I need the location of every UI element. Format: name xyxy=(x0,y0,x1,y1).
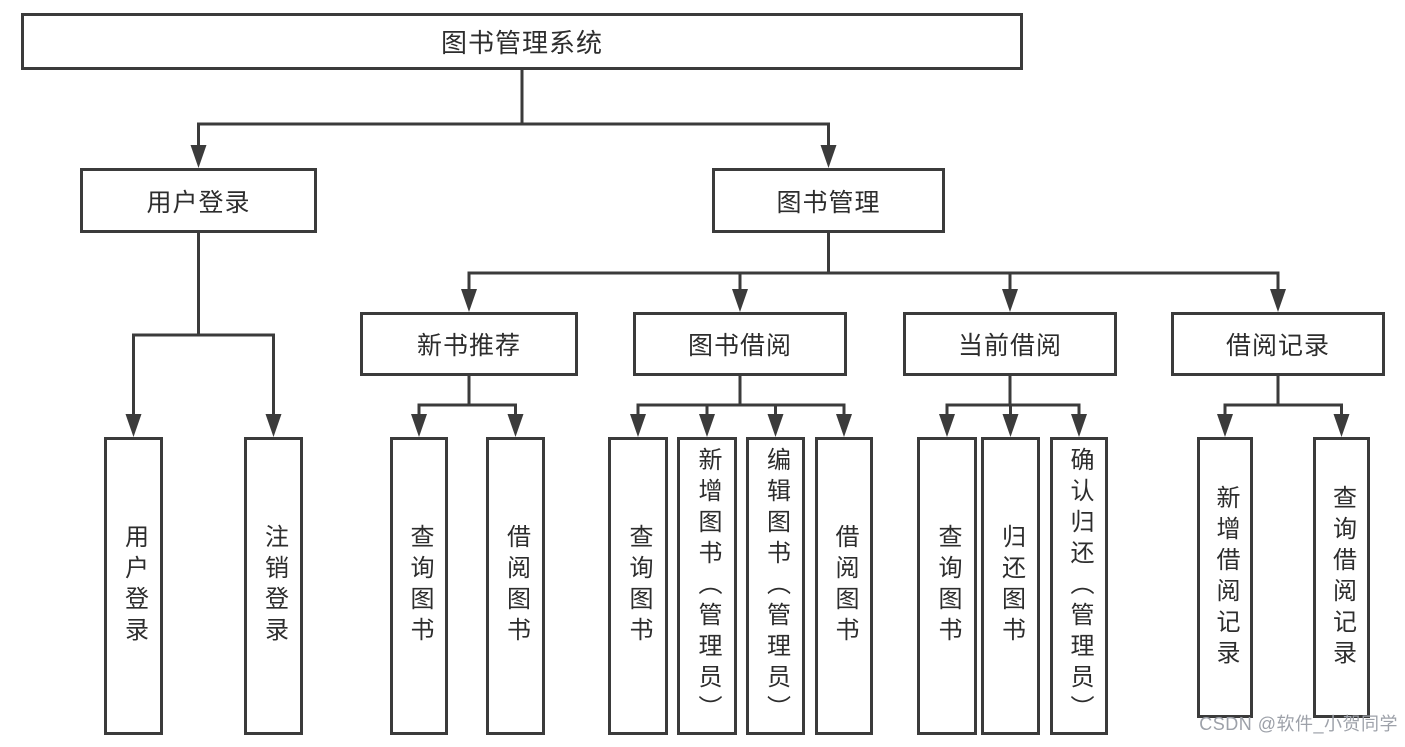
connector-segment xyxy=(1217,414,1233,437)
connector-segment xyxy=(1002,289,1018,312)
tree-node-leaf-borrow-book-borrow: 借阅图书 xyxy=(815,437,873,735)
node-label: 用户登录 xyxy=(120,524,148,648)
tree-node-leaf-query-book-borrow: 查询图书 xyxy=(608,437,668,735)
tree-node-current-borrow: 当前借阅 xyxy=(903,312,1117,376)
connector-segment xyxy=(767,414,784,437)
connector-segment xyxy=(1333,414,1350,437)
connector-segment xyxy=(507,414,524,437)
connector-segment xyxy=(1071,414,1087,437)
watermark: CSDN @软件_小贺同学 xyxy=(1199,714,1398,734)
node-label: 查询图书 xyxy=(934,524,961,648)
node-label: 归还图书 xyxy=(997,524,1025,648)
node-label: 用户登录 xyxy=(146,188,251,217)
node-label: 确认归还（管理员） xyxy=(1066,446,1093,726)
tree-node-leaf-query-book-new: 查询图书 xyxy=(390,437,448,735)
connector-segment xyxy=(732,289,748,312)
tree-node-borrow-records: 借阅记录 xyxy=(1171,312,1385,376)
node-label: 借阅图书 xyxy=(831,524,858,648)
connector-segment xyxy=(939,414,955,437)
tree-node-book-borrow: 图书借阅 xyxy=(633,312,847,376)
node-label: 借阅记录 xyxy=(1225,332,1330,360)
node-label: 图书管理系统 xyxy=(440,28,603,58)
connector-segment xyxy=(461,289,477,312)
node-label: 新书推荐 xyxy=(416,332,521,360)
connector-segment xyxy=(125,414,142,437)
tree-node-leaf-logout: 注销登录 xyxy=(244,437,303,735)
node-label: 新增图书（管理员） xyxy=(694,446,721,726)
connector-segment xyxy=(836,414,852,437)
connector-segment xyxy=(820,145,837,168)
connector-segment xyxy=(699,414,715,437)
tree-node-leaf-return-book: 归还图书 xyxy=(981,437,1040,735)
node-label: 查询借阅记录 xyxy=(1328,484,1356,671)
tree-node-leaf-user-login: 用户登录 xyxy=(104,437,163,735)
tree-node-new-book-rec: 新书推荐 xyxy=(360,312,578,376)
tree-node-root: 图书管理系统 xyxy=(21,13,1023,70)
node-label: 图书借阅 xyxy=(687,332,792,360)
connector-segment xyxy=(190,145,207,168)
tree-node-leaf-query-record: 查询借阅记录 xyxy=(1313,437,1370,718)
connector-segment xyxy=(1002,414,1019,437)
tree-node-book-mgmt: 图书管理 xyxy=(712,168,945,233)
connector-segment xyxy=(630,414,646,437)
tree-node-leaf-add-book: 新增图书（管理员） xyxy=(677,437,737,735)
node-label: 编辑图书（管理员） xyxy=(762,446,790,726)
node-label: 图书管理 xyxy=(776,188,881,217)
node-label: 注销登录 xyxy=(260,524,288,648)
connector-segment xyxy=(265,414,282,437)
connector-segment xyxy=(1270,289,1286,312)
tree-node-leaf-edit-book: 编辑图书（管理员） xyxy=(746,437,805,735)
connector-segment xyxy=(411,414,427,437)
tree-node-user-login: 用户登录 xyxy=(80,168,317,233)
node-label: 借阅图书 xyxy=(502,524,530,648)
node-label: 查询图书 xyxy=(406,524,433,648)
tree-node-leaf-add-record: 新增借阅记录 xyxy=(1197,437,1253,718)
node-label: 当前借阅 xyxy=(957,332,1062,360)
tree-node-leaf-borrow-book-new: 借阅图书 xyxy=(486,437,545,735)
tree-node-leaf-query-book-current: 查询图书 xyxy=(917,437,977,735)
tree-node-leaf-confirm-return: 确认归还（管理员） xyxy=(1050,437,1108,735)
node-label: 新增借阅记录 xyxy=(1212,484,1239,671)
node-label: 查询图书 xyxy=(625,524,652,648)
